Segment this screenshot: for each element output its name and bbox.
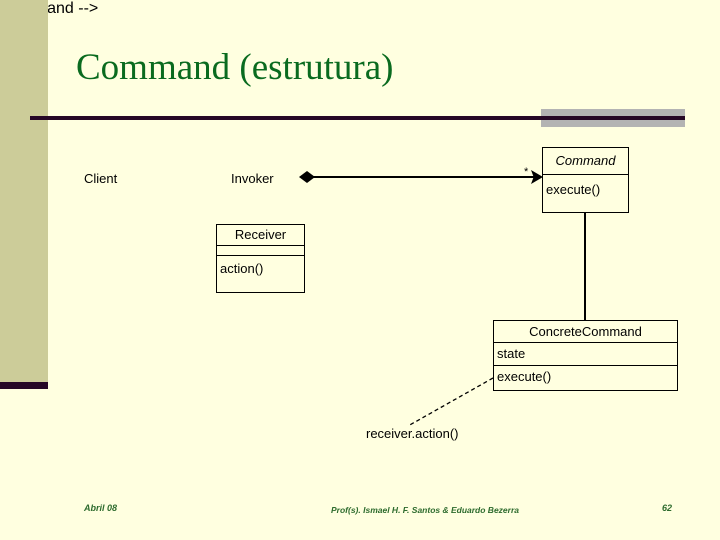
uml-attribute-concrete-command-state: state: [494, 343, 677, 366]
note-text-receiver-action: receiver.action(): [366, 426, 459, 441]
decorative-side-band: [0, 0, 48, 382]
page-title: Command (estrutura): [76, 47, 394, 88]
uml-class-concrete-command: ConcreteCommand state execute(): [493, 320, 678, 391]
uml-class-name-concrete-command: ConcreteCommand: [494, 321, 677, 343]
uml-operation-concrete-command-execute: execute(): [497, 369, 552, 384]
uml-class-command: Command execute(): [542, 147, 629, 213]
aggregation-diamond-icon: [299, 171, 315, 183]
footer-date: Abril 08: [84, 503, 118, 513]
uml-operation-receiver-action: action(): [220, 261, 264, 276]
note-anchor-line: [407, 377, 494, 427]
uml-class-receiver: Receiver action(): [216, 224, 305, 293]
decorative-side-band-foot: [0, 382, 48, 389]
footer-authors: Prof(s). Ismael H. F. Santos & Eduardo B…: [331, 505, 519, 515]
uml-class-name-receiver: Receiver: [217, 225, 304, 246]
generalization-line: [584, 213, 586, 320]
diagram-label-invoker: Invoker: [231, 171, 274, 186]
footer-page-number: 62: [662, 503, 673, 513]
uml-attributes-receiver-empty: [217, 246, 304, 256]
uml-operation-command-execute: execute(): [546, 182, 601, 197]
association-line: [313, 176, 541, 178]
title-rule: [30, 116, 685, 120]
association-multiplicity: *: [524, 166, 529, 178]
diagram-label-client: Client: [84, 171, 118, 186]
uml-class-name-command: Command: [543, 148, 628, 175]
